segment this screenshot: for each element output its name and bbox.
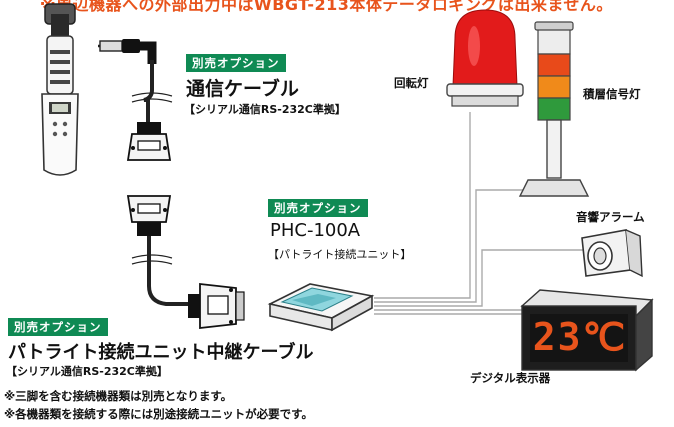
relay-cable-subtitle: 【シリアル通信RS-232C準拠】	[6, 365, 168, 378]
option-badge-unit: 別売オプション	[268, 199, 368, 217]
rotating-light-label: 回転灯	[394, 76, 429, 90]
header-note: ※周辺機器への外部出力中はWBGT-213本体データロギングは出来ません。	[40, 0, 613, 14]
rotating-light-icon	[446, 9, 524, 107]
display-label: デジタル表示器	[470, 371, 551, 385]
wbgt-meter-icon	[41, 3, 79, 176]
unit-subtitle: 【パトライト接続ユニット】	[268, 248, 412, 261]
alarm-label: 音響アラーム	[576, 210, 645, 224]
footnote-2: ※各機器類を接続する際には別途接続ユニットが必要です。	[4, 407, 314, 421]
unit-title: PHC-100A	[270, 220, 361, 241]
display-readout: 23℃	[532, 315, 628, 359]
digital-display-icon	[520, 289, 654, 372]
relay-cable-icon	[131, 236, 245, 330]
stack-light-icon	[518, 21, 590, 197]
option-badge-cable: 別売オプション	[186, 54, 286, 72]
relay-cable-title: パトライト接続ユニット中継ケーブル	[8, 342, 314, 363]
phc-unit-icon	[267, 283, 375, 332]
stack-light-label: 積層信号灯	[583, 87, 641, 101]
alarm-icon	[581, 229, 643, 278]
cable-title: 通信ケーブル	[186, 78, 299, 100]
option-badge-relay: 別売オプション	[8, 318, 108, 336]
footnote-1: ※三脚を含む接続機器類は別売となります。	[4, 389, 233, 403]
communication-cable-icon	[98, 39, 173, 236]
cable-subtitle: 【シリアル通信RS-232C準拠】	[184, 103, 346, 116]
